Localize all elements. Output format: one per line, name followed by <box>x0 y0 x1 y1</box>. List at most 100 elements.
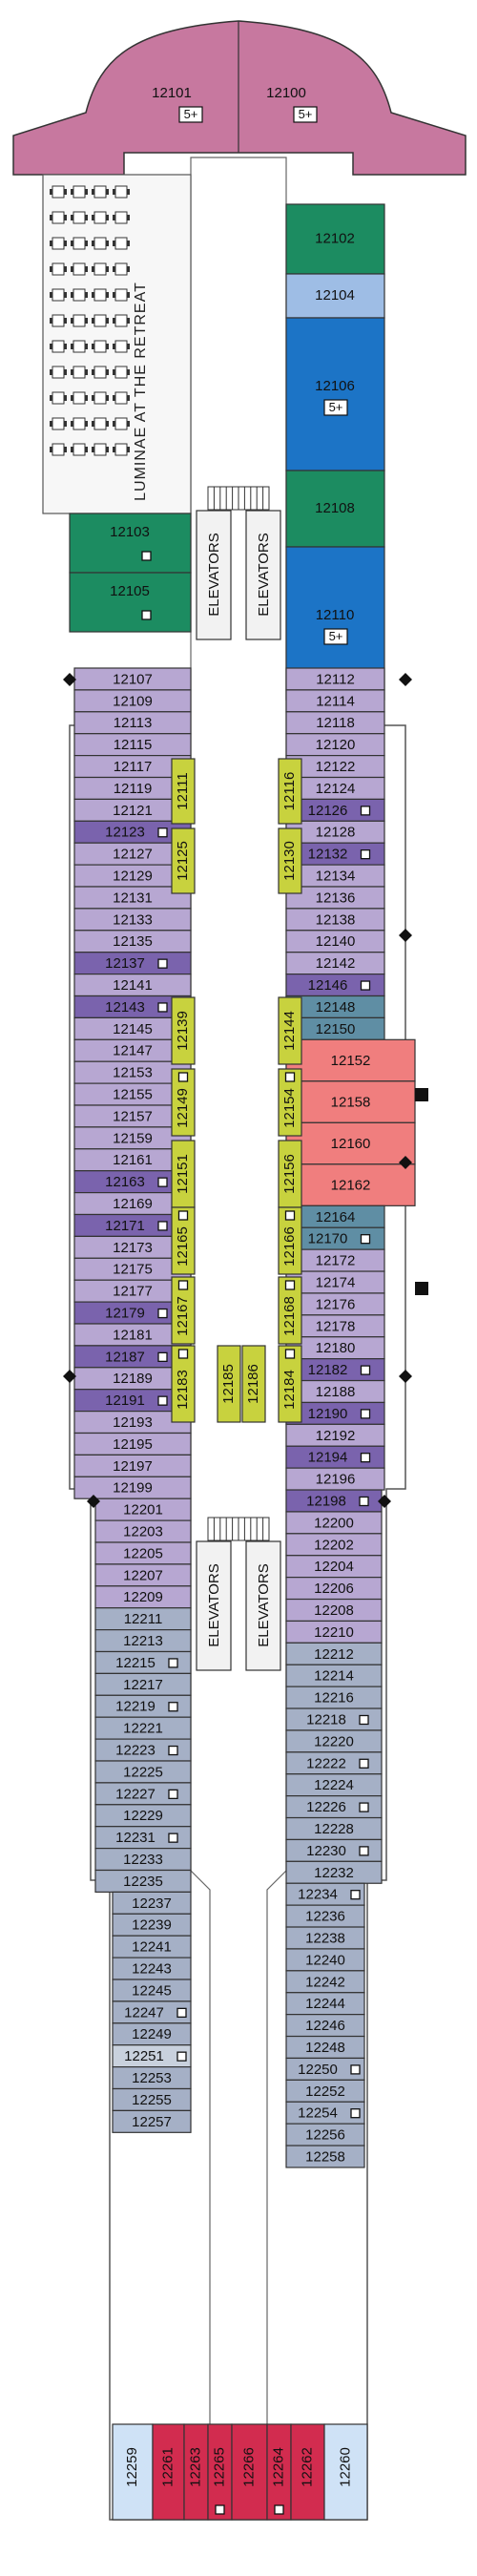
cabin-12204[interactable]: 12204 <box>285 1555 383 1579</box>
cabin-12264[interactable]: 12264 <box>266 2423 292 2521</box>
cabin-12197[interactable]: 12197 <box>73 1454 192 1477</box>
cabin-12141[interactable]: 12141 <box>73 973 192 997</box>
cabin-12160[interactable]: 12160 <box>285 1121 416 1165</box>
cabin-12228[interactable]: 12228 <box>285 1816 383 1841</box>
cabin-12205[interactable]: 12205 <box>94 1541 192 1565</box>
cabin-12253[interactable]: 12253 <box>112 2066 192 2090</box>
cabin-12112[interactable]: 12112 <box>285 667 385 691</box>
cabin-12195[interactable]: 12195 <box>73 1432 192 1456</box>
cabin-12145[interactable]: 12145 <box>73 1016 192 1040</box>
cabin-12186[interactable]: 12186 <box>241 1345 266 1423</box>
cabin-12219[interactable]: 12219 <box>94 1694 192 1718</box>
cabin-12217[interactable]: 12217 <box>94 1672 192 1696</box>
cabin-12148[interactable]: 12148 <box>285 995 385 1018</box>
cabin-12227[interactable]: 12227 <box>94 1782 192 1806</box>
cabin-12144[interactable]: 12144 <box>278 996 302 1065</box>
cabin-12178[interactable]: 12178 <box>285 1314 385 1338</box>
cabin-12262[interactable]: 12262 <box>290 2423 325 2521</box>
cabin-12210[interactable]: 12210 <box>285 1620 383 1644</box>
cabin-12136[interactable]: 12136 <box>285 886 385 910</box>
cabin-12152[interactable]: 12152 <box>285 1038 416 1082</box>
cabin-12240[interactable]: 12240 <box>285 1948 365 1972</box>
cabin-12185[interactable]: 12185 <box>217 1345 241 1423</box>
cabin-12239[interactable]: 12239 <box>112 1913 192 1937</box>
cabin-12214[interactable]: 12214 <box>285 1664 383 1687</box>
cabin-12184[interactable]: 12184 <box>278 1345 302 1423</box>
cabin-12111[interactable]: 12111 <box>171 758 196 825</box>
cabin-12250[interactable]: 12250 <box>285 2057 365 2081</box>
cabin-12157[interactable]: 12157 <box>73 1104 192 1128</box>
cabin-12107[interactable]: 12107 <box>73 667 192 691</box>
cabin-12131[interactable]: 12131 <box>73 886 192 910</box>
cabin-12211[interactable]: 12211 <box>94 1607 192 1631</box>
cabin-12115[interactable]: 12115 <box>73 733 192 757</box>
cabin-12192[interactable]: 12192 <box>285 1423 385 1447</box>
cabin-12233[interactable]: 12233 <box>94 1847 192 1872</box>
cabin-12243[interactable]: 12243 <box>112 1957 192 1980</box>
cabin-12238[interactable]: 12238 <box>285 1926 365 1950</box>
cabin-12220[interactable]: 12220 <box>285 1729 383 1753</box>
cabin-12252[interactable]: 12252 <box>285 2079 365 2103</box>
cabin-12251[interactable]: 12251 <box>112 2044 192 2068</box>
cabin-12244[interactable]: 12244 <box>285 1992 365 2016</box>
cabin-12241[interactable]: 12241 <box>112 1935 192 1958</box>
cabin-12126[interactable]: 12126 <box>285 798 385 822</box>
cabin-12222[interactable]: 12222 <box>285 1751 383 1775</box>
cabin-12209[interactable]: 12209 <box>94 1585 192 1609</box>
cabin-12176[interactable]: 12176 <box>285 1292 385 1316</box>
cabin-12172[interactable]: 12172 <box>285 1248 385 1272</box>
cabin-12248[interactable]: 12248 <box>285 2035 365 2060</box>
cabin-12257[interactable]: 12257 <box>112 2109 192 2133</box>
cabin-12149[interactable]: 12149 <box>171 1068 196 1137</box>
cabin-12166[interactable]: 12166 <box>278 1206 302 1275</box>
cabin-12255[interactable]: 12255 <box>112 2087 192 2111</box>
cabin-12198[interactable]: 12198 <box>285 1489 383 1513</box>
cabin-12154[interactable]: 12154 <box>278 1068 302 1137</box>
cabin-12234[interactable]: 12234 <box>285 1882 365 1906</box>
cabin-12180[interactable]: 12180 <box>285 1336 385 1360</box>
cabin-12102[interactable]: 12102 <box>285 203 385 275</box>
cabin-12168[interactable]: 12168 <box>278 1276 302 1345</box>
cabin-12114[interactable]: 12114 <box>285 689 385 713</box>
cabin-12182[interactable]: 12182 <box>285 1358 385 1382</box>
cabin-12224[interactable]: 12224 <box>285 1773 383 1797</box>
cabin-12254[interactable]: 12254 <box>285 2101 365 2125</box>
cabin-12108[interactable]: 12108 <box>285 470 385 548</box>
cabin-12135[interactable]: 12135 <box>73 930 192 953</box>
cabin-12123[interactable]: 12123 <box>73 820 192 844</box>
cabin-12215[interactable]: 12215 <box>94 1650 192 1674</box>
cabin-12225[interactable]: 12225 <box>94 1760 192 1784</box>
cabin-12188[interactable]: 12188 <box>285 1379 385 1404</box>
cabin-12203[interactable]: 12203 <box>94 1519 192 1543</box>
cabin-12230[interactable]: 12230 <box>285 1838 383 1862</box>
cabin-12127[interactable]: 12127 <box>73 842 192 866</box>
cabin-12218[interactable]: 12218 <box>285 1707 383 1731</box>
cabin-12116[interactable]: 12116 <box>278 758 302 825</box>
cabin-12202[interactable]: 12202 <box>285 1533 383 1557</box>
cabin-12246[interactable]: 12246 <box>285 2014 365 2038</box>
cabin-12208[interactable]: 12208 <box>285 1598 383 1623</box>
cabin-12229[interactable]: 12229 <box>94 1804 192 1828</box>
cabin-12103[interactable]: 12103 <box>69 513 192 574</box>
cabin-12236[interactable]: 12236 <box>285 1904 365 1928</box>
cabin-12237[interactable]: 12237 <box>112 1891 192 1915</box>
cabin-12156[interactable]: 12156 <box>278 1140 302 1208</box>
cabin-12232[interactable]: 12232 <box>285 1860 383 1884</box>
cabin-12120[interactable]: 12120 <box>285 733 385 757</box>
cabin-12258[interactable]: 12258 <box>285 2145 365 2168</box>
cabin-12174[interactable]: 12174 <box>285 1270 385 1294</box>
cabin-12256[interactable]: 12256 <box>285 2123 365 2147</box>
cabin-12128[interactable]: 12128 <box>285 820 385 844</box>
cabin-12265[interactable]: 12265 <box>207 2423 233 2521</box>
cabin-12162[interactable]: 12162 <box>285 1163 416 1206</box>
cabin-12165[interactable]: 12165 <box>171 1206 196 1275</box>
cabin-12161[interactable]: 12161 <box>73 1148 192 1172</box>
cabin-12199[interactable]: 12199 <box>73 1476 192 1499</box>
cabin-12146[interactable]: 12146 <box>285 973 385 997</box>
cabin-12191[interactable]: 12191 <box>73 1389 192 1413</box>
cabin-12183[interactable]: 12183 <box>171 1345 196 1423</box>
cabin-12261[interactable]: 12261 <box>152 2423 185 2521</box>
cabin-12260[interactable]: 12260 <box>323 2423 368 2521</box>
cabin-12221[interactable]: 12221 <box>94 1716 192 1740</box>
